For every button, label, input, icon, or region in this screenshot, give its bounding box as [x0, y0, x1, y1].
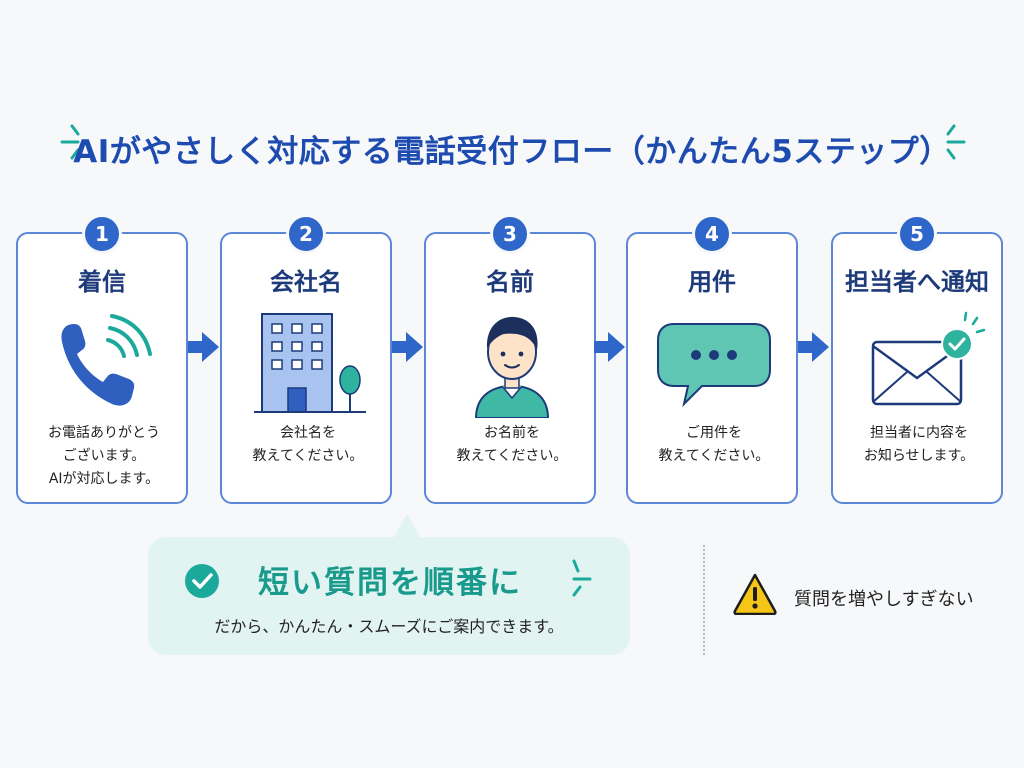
step-number: 2	[286, 214, 326, 254]
step-card-1: 1 着信 お電話ありがとう ございます。 AIが対応します。	[16, 214, 188, 504]
building-icon	[254, 313, 366, 413]
step-card-5: 5 担当者へ通知 担当者に内容を お知らせします。	[831, 214, 1003, 504]
phone-icon	[61, 314, 152, 406]
step-description: ご用件を 教えてください。	[658, 425, 770, 464]
step-title: 名前	[486, 268, 534, 296]
divider	[703, 545, 705, 655]
step-description: 会社名を 教えてください。	[252, 425, 364, 464]
step-number: 4	[692, 214, 732, 254]
step-description: お電話ありがとう ございます。 AIが対応します。	[48, 425, 160, 487]
page-title: AIがやさしく対応する電話受付フロー（かんたん5ステップ）	[73, 133, 951, 170]
warning-icon	[733, 573, 777, 615]
arrow-right-icon	[392, 332, 423, 362]
callout-pointer	[392, 514, 422, 540]
step-title: 会社名	[270, 268, 342, 296]
step-title: 担当者へ通知	[845, 268, 989, 296]
step-title: 着信	[78, 268, 126, 296]
arrow-right-icon	[594, 332, 625, 362]
chat-bubble-icon	[657, 323, 771, 408]
step-card-4: 4 用件 ご用件を 教えてください。	[626, 214, 798, 504]
step-title: 用件	[688, 268, 736, 296]
arrow-right-icon	[188, 332, 219, 362]
callout-subtitle: だから、かんたん・スムーズにご案内できます。	[214, 617, 564, 636]
warning-text: 質問を増やしすぎない	[794, 589, 974, 610]
step-card-3: 3 名前 お名前を 教えてください。	[424, 214, 596, 504]
sparkle-right-icon	[946, 124, 966, 160]
step-number: 3	[490, 214, 530, 254]
step-number: 5	[897, 214, 937, 254]
step-card-2: 2 会社名 会社名を 教えてください。	[220, 214, 392, 504]
step-description: 担当者に内容を お知らせします。	[863, 425, 975, 464]
step-description: お名前を 教えてください。	[456, 425, 568, 464]
person-icon	[474, 316, 550, 418]
step-number: 1	[82, 214, 122, 254]
sparkle-icon	[572, 559, 592, 597]
callout-box: 短い質問を順番に だから、かんたん・スムーズにご案内できます。	[148, 537, 630, 655]
envelope-check-icon	[871, 311, 986, 406]
arrow-right-icon	[798, 332, 829, 362]
check-circle-icon	[185, 564, 219, 598]
callout-title: 短い質問を順番に	[258, 565, 522, 601]
title-bar: AIがやさしく対応する電話受付フロー（かんたん5ステップ）	[0, 118, 1024, 178]
sparkle-left-icon	[60, 124, 80, 160]
